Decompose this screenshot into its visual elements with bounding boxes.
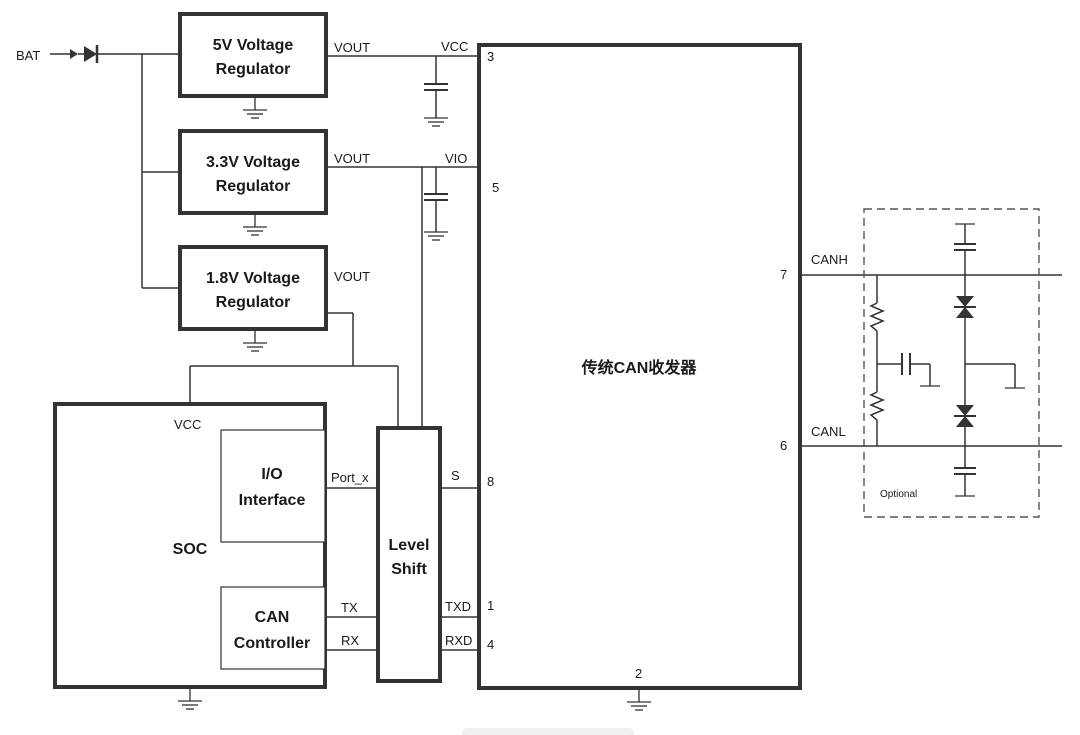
- regulator-3v3-line2: Regulator: [216, 178, 291, 195]
- regulator-1v8: 1.8V Voltage Regulator VOUT: [178, 245, 370, 331]
- bottom-scroll-hint: [462, 728, 634, 735]
- can-transceiver-block: 传统CAN收发器: [477, 43, 802, 690]
- transceiver-label: 传统CAN收发器: [581, 358, 698, 377]
- ground-icon: [243, 96, 267, 119]
- v18-rail-wires: [189, 312, 399, 428]
- rxd-pin-label: RXD: [445, 633, 472, 648]
- bat-label: BAT: [16, 48, 40, 63]
- capacitor-icon: [954, 467, 976, 475]
- diode-icon: [84, 45, 99, 63]
- s-pin-label: S: [451, 468, 460, 483]
- level-shift-line2: Shift: [391, 561, 427, 578]
- tvs-wires: [964, 275, 1016, 446]
- ground-icon: [627, 688, 651, 711]
- ground-icon: [243, 213, 267, 236]
- tvs-diode-icon: [954, 296, 976, 318]
- txd-pin-label: TXD: [445, 599, 471, 614]
- regulator-1v8-vout-label: VOUT: [334, 269, 370, 284]
- soc-block: SOC VCC I/O Interface CAN Controller: [53, 402, 327, 689]
- can-controller-line1: CAN: [255, 609, 290, 626]
- transceiver-signal-wires: [440, 487, 479, 651]
- regulator-5v-line1: 5V Voltage: [213, 37, 294, 54]
- tvs-diode-icon: [954, 405, 976, 427]
- pin-number-canl: 6: [780, 438, 787, 453]
- pin-number-gnd: 2: [635, 666, 642, 681]
- regulator-5v: 5V Voltage Regulator VOUT: [178, 12, 370, 98]
- can-controller-block: [220, 586, 326, 670]
- resistor-icon: [869, 302, 885, 332]
- regulator-5v-vout-label: VOUT: [334, 40, 370, 55]
- rx-label: RX: [341, 633, 359, 648]
- pin-number-rxd: 4: [487, 637, 494, 652]
- pin-number-txd: 1: [487, 598, 494, 613]
- io-interface-block: [220, 429, 326, 543]
- optional-protection-box: [863, 208, 1040, 518]
- input-arrow-icon: [70, 49, 78, 59]
- vcc-rail-wires: [326, 55, 479, 118]
- soc-signal-wires: [325, 487, 378, 651]
- canh-label: CANH: [811, 252, 848, 267]
- io-interface-line2: Interface: [239, 492, 306, 509]
- capacitor-icon: [954, 243, 976, 251]
- regulator-1v8-line1: 1.8V Voltage: [206, 270, 300, 287]
- soc-vcc-label: VCC: [174, 417, 201, 432]
- pin-number-vcc: 3: [487, 49, 494, 64]
- level-shift-line1: Level: [389, 537, 430, 554]
- battery-input: BAT: [16, 48, 84, 63]
- regulator-3v3-line1: 3.3V Voltage: [206, 154, 300, 171]
- optional-label: Optional: [880, 489, 917, 500]
- ground-icon: [178, 687, 202, 710]
- battery-bus-wires: [97, 53, 180, 289]
- pin-number-s: 8: [487, 474, 494, 489]
- can-controller-line2: Controller: [234, 635, 310, 652]
- port-x-label: Port_x: [331, 470, 369, 485]
- ground-icon: [424, 231, 448, 241]
- soc-label: SOC: [173, 541, 208, 558]
- regulator-1v8-line2: Regulator: [216, 294, 291, 311]
- pin-number-canh: 7: [780, 267, 787, 282]
- ground-icon: [424, 117, 448, 127]
- canl-label: CANL: [811, 424, 846, 439]
- vio-rail-wires: [326, 166, 479, 428]
- capacitor-icon: [901, 353, 911, 375]
- pin-number-vio: 5: [492, 180, 499, 195]
- ground-icon: [243, 329, 267, 352]
- vcc-pin-label: VCC: [441, 39, 468, 54]
- split-termination-wires: [876, 275, 931, 446]
- regulator-5v-line2: Regulator: [216, 61, 291, 78]
- tx-label: TX: [341, 600, 358, 615]
- level-shift-block: Level Shift: [376, 426, 442, 683]
- vio-pin-label: VIO: [445, 151, 467, 166]
- can-bus-wires: [800, 274, 1062, 447]
- regulator-3v3: 3.3V Voltage Regulator VOUT: [178, 129, 370, 215]
- io-interface-line1: I/O: [261, 466, 282, 483]
- resistor-icon: [869, 391, 885, 421]
- regulator-3v3-vout-label: VOUT: [334, 151, 370, 166]
